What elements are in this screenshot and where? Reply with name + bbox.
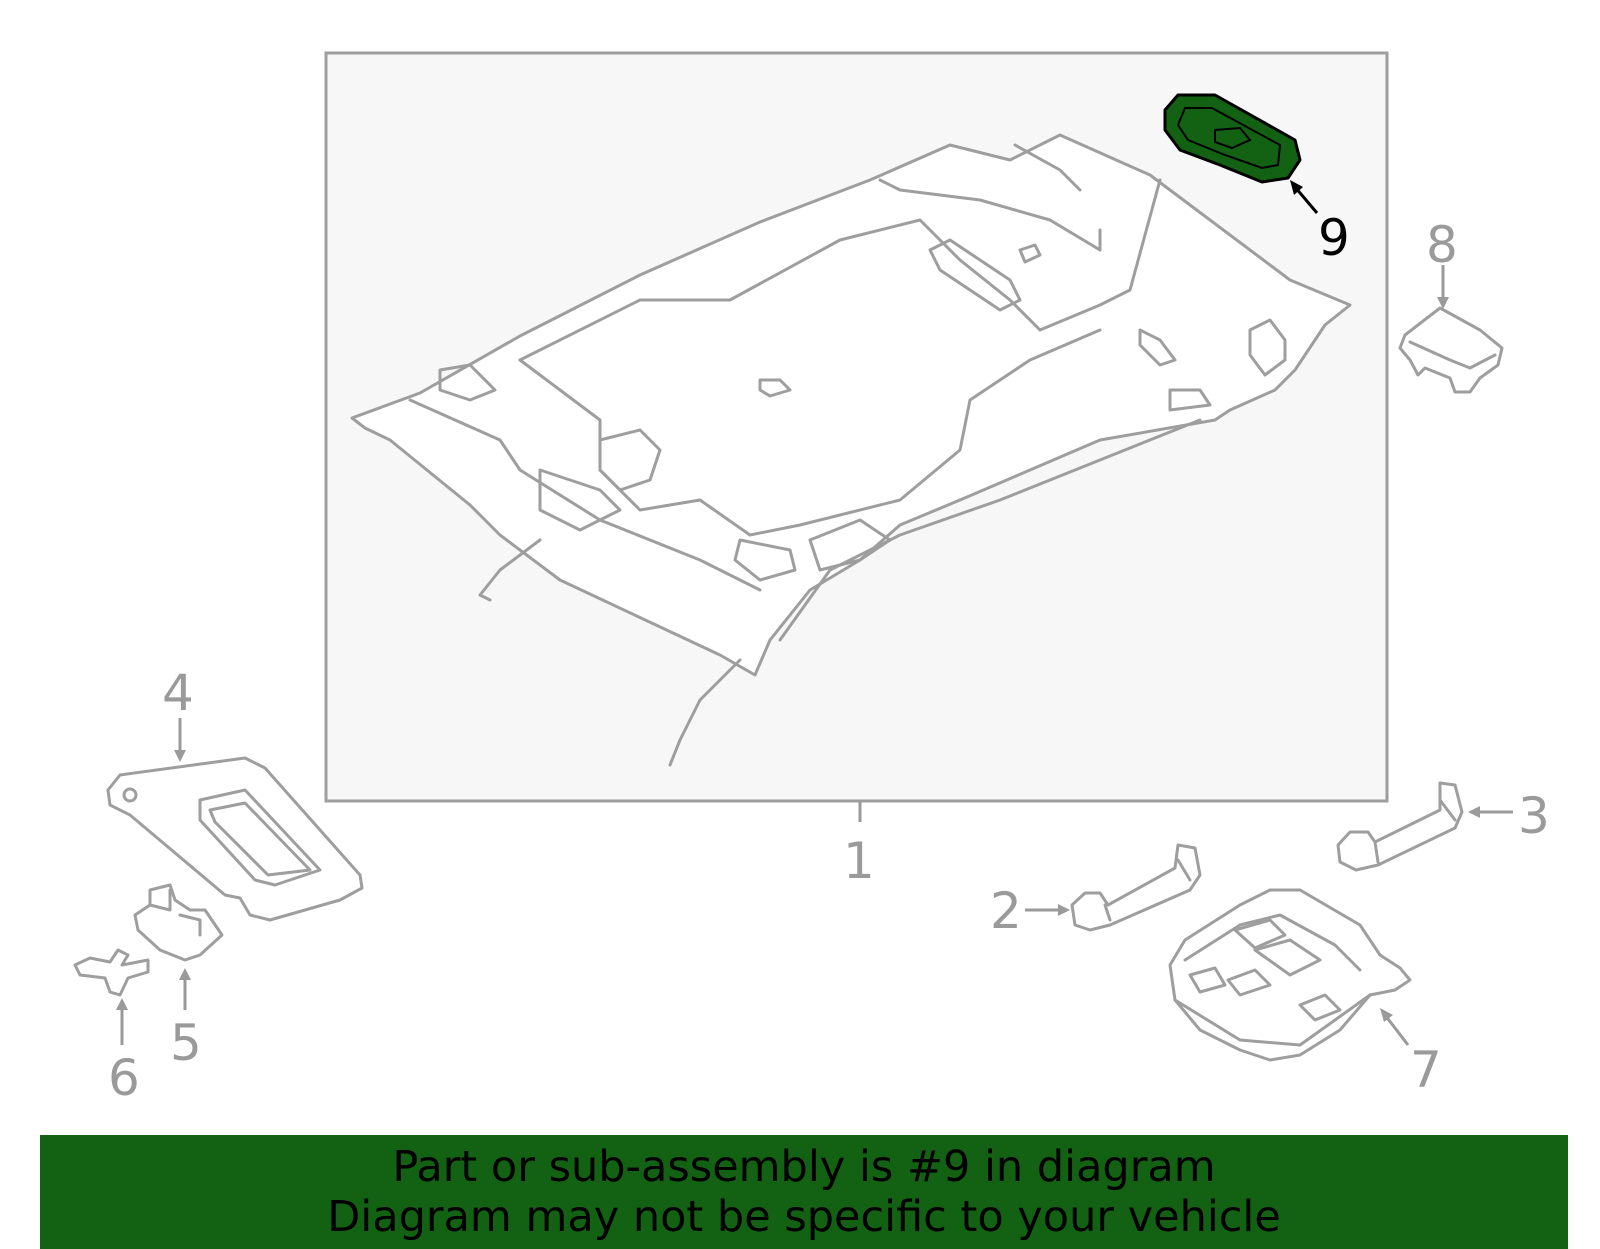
banner-line-1: Part or sub-assembly is #9 in diagram [392,1142,1216,1192]
callout-1: 1 [843,832,875,890]
callout-8: 8 [1426,216,1458,274]
part-8[interactable] [1398,306,1504,394]
arrow-5 [179,968,191,1010]
part-2-grab-handle[interactable] [1070,843,1202,932]
arrow-2 [1025,904,1070,916]
callout-9: 9 [1318,209,1350,267]
info-banner: Part or sub-assembly is #9 in diagram Di… [40,1135,1568,1249]
callout-5: 5 [170,1014,202,1072]
callout-6: 6 [108,1049,140,1107]
part-4-sun-visor[interactable] [106,756,364,922]
part-1-headliner[interactable] [350,133,1352,767]
arrow-9 [1290,180,1319,214]
arrow-4 [174,718,186,762]
callout-4: 4 [162,664,194,722]
part-3-grab-handle[interactable] [1336,781,1464,872]
part-5-clip[interactable] [133,883,224,962]
callout-7: 7 [1410,1041,1442,1099]
part-7-overhead-console[interactable] [1168,888,1412,1062]
arrow-3 [1468,806,1513,818]
arrow-7 [1380,1008,1410,1046]
part-9-highlighted[interactable] [1163,93,1302,184]
banner-line-2: Diagram may not be specific to your vehi… [327,1192,1281,1242]
part-6-clip[interactable] [73,948,150,997]
callout-2: 2 [990,882,1022,940]
arrow-8 [1437,265,1449,309]
callout-3: 3 [1518,787,1550,845]
arrow-6 [116,998,128,1045]
